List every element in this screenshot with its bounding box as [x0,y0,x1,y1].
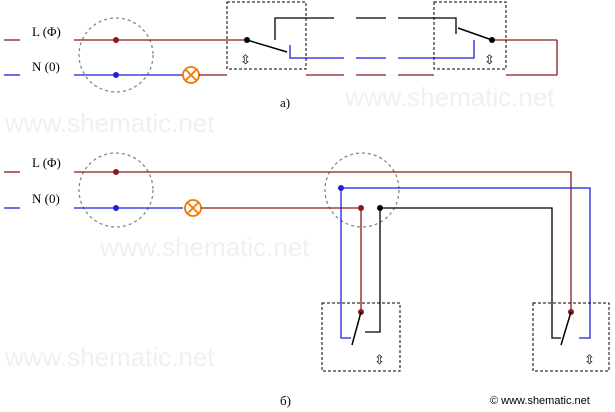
label-neutral-b: N (0) [32,191,60,206]
caption-b: б) [280,393,291,408]
switch-1-b: ⇳ [321,302,401,372]
switch-symbol-icon: ⇳ [374,352,385,367]
switch-2-b: ⇳ [532,302,610,372]
watermark-2: www.shematic.net [4,108,215,138]
copyright-text: © www.shematic.net [490,395,590,407]
diagram-a: ⇳ ⇳ L (Φ) N (0) а) [4,1,558,110]
watermark-3: www.shematic.net [99,232,310,262]
traveler-bottom-end-a [398,40,475,59]
neutral-node-a [113,72,119,78]
lamp-icon-b [184,199,202,217]
junction-box-a [78,17,154,93]
traveler-black-node-b [377,205,383,211]
traveler-bottom-a [289,45,344,59]
switch-symbol-icon: ⇳ [584,352,595,367]
watermark-1: www.shematic.net [344,82,555,112]
switch-1-a: ⇳ [226,1,307,70]
phase-node-a [113,37,119,43]
traveler-black-b [365,207,561,339]
lamp-junction-node-b [358,205,364,211]
label-phase-a: L (Φ) [32,24,61,39]
traveler-blue-node-b [338,185,344,191]
junction-box-b1 [78,152,154,228]
neutral-node-b [113,205,119,211]
traveler-top-a [274,17,334,40]
phase-wire-b [74,171,572,312]
junction-box-b2 [324,152,400,228]
label-phase-b: L (Φ) [32,155,61,170]
switch-symbol-icon: ⇳ [484,52,495,67]
caption-a: а) [280,95,290,110]
label-neutral-a: N (0) [32,59,60,74]
phase-node-b [113,169,119,175]
switch-symbol-icon: ⇳ [240,52,251,67]
traveler-top-end-a [398,17,457,34]
lamp-icon-a [182,66,200,84]
diagram-b: ⇳ ⇳ L (Φ) N (0) б) [4,152,610,408]
traveler-blue-b [340,187,591,339]
watermark-4: www.shematic.net [4,342,215,372]
switch-2-a: ⇳ [433,1,507,70]
